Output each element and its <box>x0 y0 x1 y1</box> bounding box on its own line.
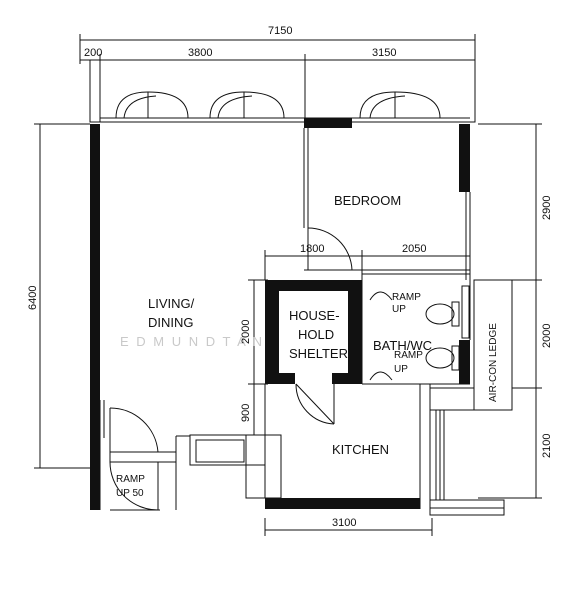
dim-mid-1800: 1800 <box>300 243 324 255</box>
windows <box>115 91 441 119</box>
dim-right-2100: 2100 <box>541 434 553 458</box>
watermark: E D M U N D T A N <box>120 334 264 349</box>
label-ramp-1b: UP <box>392 304 406 315</box>
label-bedroom: BEDROOM <box>334 193 401 208</box>
dim-top-200: 200 <box>84 47 102 59</box>
label-kitchen: KITCHEN <box>332 442 389 457</box>
dim-left-6400: 6400 <box>27 286 39 310</box>
dim-total-width: 7150 <box>268 25 292 37</box>
label-ramp-1: RAMP <box>392 292 421 303</box>
label-ramp-entry: RAMP <box>116 474 145 485</box>
dim-left-900: 900 <box>240 404 252 422</box>
dim-right-2000: 2000 <box>541 324 553 348</box>
label-shelter-3: SHELTER <box>289 346 348 361</box>
dim-top-3800: 3800 <box>188 47 212 59</box>
dimension-labels: 7150 200 3800 3150 6400 2900 2000 2100 1… <box>27 25 553 529</box>
label-ramp-2b: UP <box>394 364 408 375</box>
label-shelter-2: HOLD <box>298 327 334 342</box>
room-labels: BEDROOM LIVING/ DINING HOUSE- HOLD SHELT… <box>148 193 499 457</box>
label-shelter-1: HOUSE- <box>289 308 340 323</box>
ramp-labels: RAMP UP RAMP UP RAMP UP 50 <box>116 292 423 499</box>
label-aircon: AIR-CON LEDGE <box>488 323 499 402</box>
label-ramp-2: RAMP <box>394 350 423 361</box>
walls <box>90 118 470 510</box>
dim-top-3150: 3150 <box>372 47 396 59</box>
dim-right-2900: 2900 <box>541 196 553 220</box>
doors <box>109 227 393 511</box>
dim-left-2000: 2000 <box>240 320 252 344</box>
label-bath: BATH/WC <box>373 338 432 353</box>
label-living-1: LIVING/ <box>148 296 195 311</box>
bath-fixtures <box>425 285 470 371</box>
dim-mid-2050: 2050 <box>402 243 426 255</box>
label-living-2: DINING <box>148 315 194 330</box>
label-ramp-entry-b: UP 50 <box>116 488 144 499</box>
dim-bottom-3100: 3100 <box>332 517 356 529</box>
